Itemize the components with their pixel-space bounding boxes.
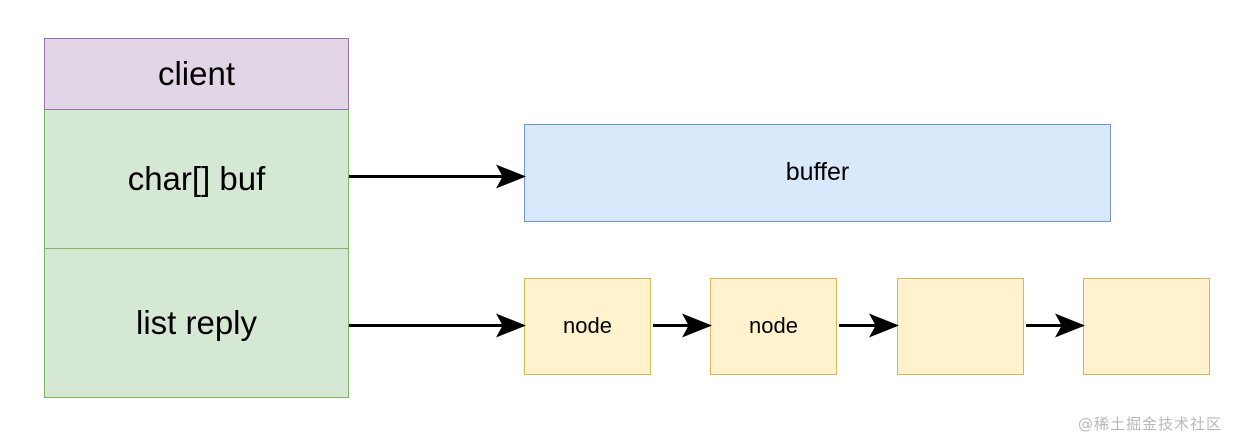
reply-list-node-1-label: node (563, 313, 612, 339)
reply-list-node-2-label: node (749, 313, 798, 339)
reply-list-node-3 (897, 278, 1024, 375)
reply-list-node-1: node (524, 278, 651, 375)
struct-field-reply-label: list reply (135, 303, 258, 341)
struct-field-buf: char[] buf (44, 110, 349, 249)
buffer-box-label: buffer (785, 158, 850, 187)
struct-field-client-label: client (157, 54, 236, 92)
struct-field-reply: list reply (44, 249, 349, 398)
struct-field-buf-label: char[] buf (127, 159, 266, 197)
reply-list-node-4 (1083, 278, 1210, 375)
client-struct: client char[] buf list reply (44, 38, 349, 398)
struct-field-client: client (44, 38, 349, 110)
buffer-box: buffer (524, 124, 1111, 222)
reply-list-node-2: node (710, 278, 837, 375)
watermark: @稀土掘金技术社区 (1077, 415, 1222, 433)
